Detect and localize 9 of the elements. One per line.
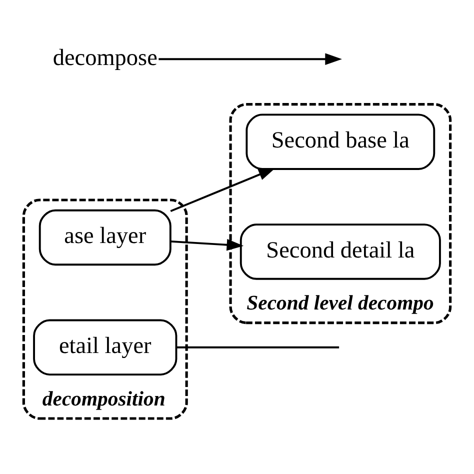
arrow — [170, 168, 276, 212]
node-text: decompose — [52, 44, 158, 70]
connector — [176, 346, 340, 348]
node-box: etail layer — [33, 318, 178, 375]
node-box: Second detail la — [240, 223, 441, 280]
arrow — [170, 238, 244, 250]
node-box: Second base la — [246, 113, 436, 170]
node-box: ase layer — [38, 208, 172, 266]
arrow — [158, 52, 342, 64]
